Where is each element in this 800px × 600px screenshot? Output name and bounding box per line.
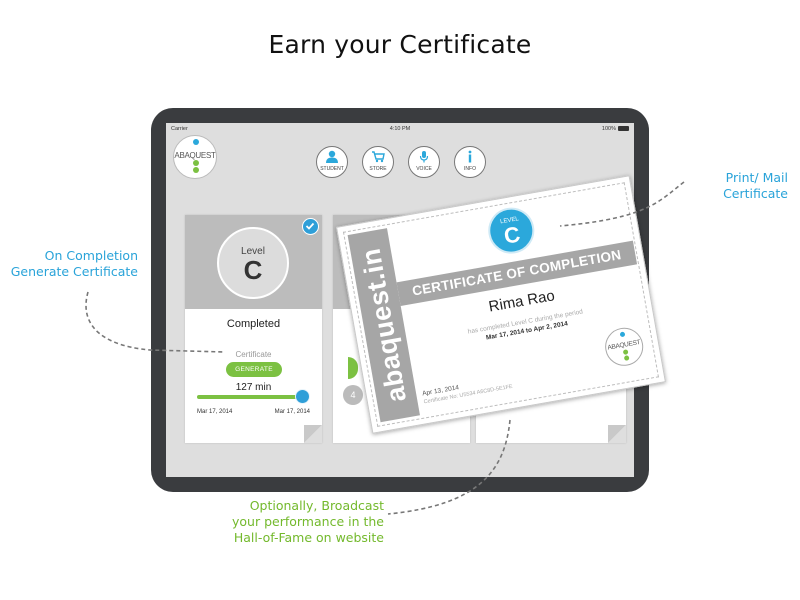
cart-icon — [372, 151, 385, 163]
logo-text: ABAQUEST — [174, 151, 216, 160]
page-fold — [304, 425, 322, 443]
nav-student-button[interactable]: STUDENT — [316, 146, 348, 178]
battery-icon — [618, 126, 629, 131]
nav-store-label: STORE — [369, 166, 387, 172]
level-label: Level — [241, 246, 265, 257]
info-icon — [468, 150, 472, 163]
annotation-broadcast-line3: Hall-of-Fame on website — [233, 530, 384, 545]
microphone-icon — [419, 151, 429, 163]
progress-track — [197, 395, 305, 399]
annotation-broadcast: Optionally, Broadcast your performance i… — [208, 498, 384, 546]
annotation-generate-line2: Generate Certificate — [10, 264, 138, 279]
nav-voice-button[interactable]: VOICE — [408, 146, 440, 178]
completion-status: Completed — [226, 318, 281, 330]
level-circle: Level C — [217, 227, 289, 299]
annotation-generate-line1: On Completion — [44, 248, 138, 263]
nav-voice-label: VOICE — [416, 166, 432, 172]
status-battery: 100% — [601, 126, 616, 132]
page-fold — [608, 425, 626, 443]
annotation-broadcast-line1: Optionally, Broadcast — [249, 498, 384, 513]
end-date: Mar 17, 2014 — [274, 409, 310, 415]
app-logo[interactable]: ABAQUEST — [173, 135, 217, 179]
home-button[interactable] — [635, 120, 641, 130]
annotation-print-mail: Print/ Mail Certificate — [678, 170, 788, 202]
logo-dots — [193, 139, 199, 174]
annotation-print-mail-line1: Print/ Mail — [725, 170, 788, 185]
page-title: Earn your Certificate — [268, 30, 532, 59]
generate-certificate-button[interactable]: GENERATE — [226, 362, 282, 377]
status-time: 4:10 PM — [389, 126, 411, 132]
level-number-badge: 4 — [343, 385, 363, 405]
nav-student-label: STUDENT — [320, 166, 344, 172]
annotation-print-mail-line2: Certificate — [723, 186, 788, 201]
time-spent: 127 min — [235, 382, 272, 393]
student-icon — [326, 150, 338, 163]
level-letter: C — [243, 255, 263, 285]
certificate-label: Certificate — [235, 350, 272, 359]
nav-info-label: INFO — [464, 166, 476, 172]
level-card-completed[interactable]: Level C Completed Certificate GENERATE 1… — [185, 215, 322, 443]
status-carrier: Carrier — [171, 126, 188, 132]
annotation-generate: On Completion Generate Certificate — [0, 248, 138, 280]
start-date: Mar 17, 2014 — [197, 409, 233, 415]
progress-knob[interactable] — [295, 389, 310, 404]
checkmark-icon — [302, 218, 319, 235]
nav-store-button[interactable]: STORE — [362, 146, 394, 178]
generate-button-partial — [348, 357, 358, 379]
status-bar: Carrier 4:10 PM 100% — [166, 123, 634, 134]
annotation-broadcast-line2: your performance in the — [232, 514, 384, 529]
nav-info-button[interactable]: INFO — [454, 146, 486, 178]
